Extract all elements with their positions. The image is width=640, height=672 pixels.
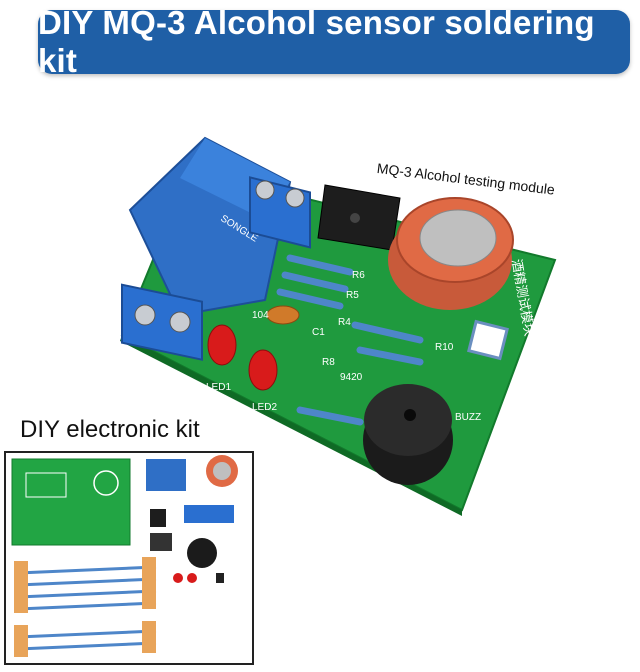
silk-r8: R8	[322, 357, 335, 368]
kit-buzzer	[187, 538, 217, 568]
kit-relay	[146, 459, 186, 491]
leds	[207, 324, 278, 391]
mq3-sensor	[388, 197, 514, 310]
kit-led-1	[173, 573, 183, 583]
terminal-block-left	[121, 283, 203, 361]
assembled-board-photo: SONGLE	[120, 136, 557, 516]
silk-cap: 104	[252, 310, 269, 321]
potentiometer	[467, 319, 509, 361]
silk-r10: R10	[435, 342, 454, 353]
silk-led1: LED1	[206, 382, 231, 393]
capacitor	[266, 305, 300, 325]
kit-parts-box	[4, 451, 254, 665]
silk-c1: C1	[312, 327, 325, 338]
kit-pcb	[11, 458, 131, 546]
kit-resistors	[17, 565, 157, 651]
silk-led2: LED2	[252, 402, 277, 413]
kit-ic	[150, 509, 166, 527]
silk-transistor: 9420	[340, 372, 363, 383]
terminal-block-top	[249, 176, 311, 249]
silk-buzz: BUZZ	[455, 412, 481, 423]
silk-r4: R4	[338, 317, 351, 328]
ic-chip	[317, 184, 401, 251]
kit-parts-illustration	[11, 455, 238, 657]
kit-terminals	[184, 505, 234, 523]
banner-title: DIY MQ-3 Alcohol sensor soldering kit	[38, 4, 595, 79]
buzzer	[363, 384, 453, 485]
title-banner: DIY MQ-3 Alcohol sensor soldering kit	[38, 4, 630, 79]
silk-r5: R5	[346, 290, 359, 301]
kit-heading: DIY electronic kit	[20, 416, 200, 443]
resistor-array	[276, 254, 424, 426]
kit-led-2	[187, 573, 197, 583]
silk-r6: R6	[352, 270, 365, 281]
